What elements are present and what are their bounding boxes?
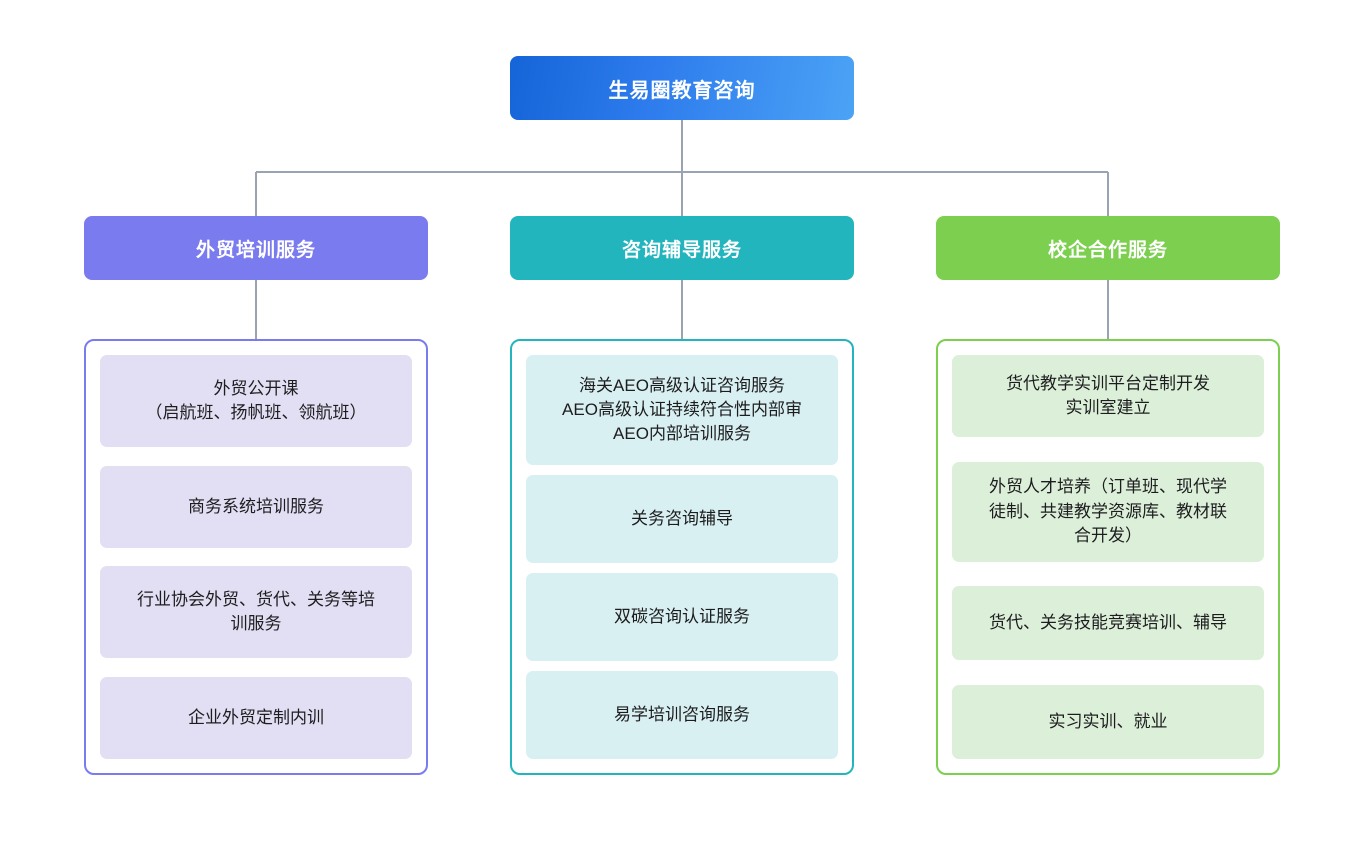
root-node[interactable]: 生易圈教育咨询	[510, 56, 854, 120]
item-card[interactable]: 商务系统培训服务	[100, 465, 412, 548]
item-card[interactable]: 易学培训咨询服务	[526, 671, 838, 759]
item-card[interactable]: 货代教学实训平台定制开发 实训室建立	[952, 355, 1264, 437]
branch-header-zixun-fudao[interactable]: 咨询辅导服务	[510, 216, 854, 280]
item-card[interactable]: 双碳咨询认证服务	[526, 573, 838, 661]
items-container-xiaoqi-hezuo: 货代教学实训平台定制开发 实训室建立 外贸人才培养（订单班、现代学 徒制、共建教…	[936, 339, 1280, 775]
branch-header-label: 咨询辅导服务	[621, 239, 742, 261]
items-list: 海关AEO高级认证咨询服务 AEO高级认证持续符合性内部审 AEO内部培训服务 …	[526, 355, 838, 759]
branch-header-label: 外贸培训服务	[195, 239, 316, 261]
items-container-zixun-fudao: 海关AEO高级认证咨询服务 AEO高级认证持续符合性内部审 AEO内部培训服务 …	[510, 339, 854, 775]
item-card[interactable]: 实习实训、就业	[952, 684, 1264, 759]
item-card[interactable]: 外贸公开课 （启航班、扬帆班、领航班）	[100, 355, 412, 447]
branch-header-xiaoqi-hezuo[interactable]: 校企合作服务	[936, 216, 1280, 280]
items-container-waimao-peixun: 外贸公开课 （启航班、扬帆班、领航班） 商务系统培训服务 行业协会外贸、货代、关…	[84, 339, 428, 775]
item-card[interactable]: 外贸人才培养（订单班、现代学 徒制、共建教学资源库、教材联 合开发）	[952, 461, 1264, 562]
items-list: 外贸公开课 （启航班、扬帆班、领航班） 商务系统培训服务 行业协会外贸、货代、关…	[100, 355, 412, 759]
item-card[interactable]: 海关AEO高级认证咨询服务 AEO高级认证持续符合性内部审 AEO内部培训服务	[526, 355, 838, 465]
root-node-label: 生易圈教育咨询	[608, 79, 756, 102]
branch-header-label: 校企合作服务	[1047, 239, 1168, 261]
item-card[interactable]: 货代、关务技能竞赛培训、辅导	[952, 586, 1264, 661]
item-card[interactable]: 行业协会外贸、货代、关务等培 训服务	[100, 566, 412, 659]
branch-header-waimao-peixun[interactable]: 外贸培训服务	[84, 216, 428, 280]
item-card[interactable]: 企业外贸定制内训	[100, 676, 412, 759]
items-list: 货代教学实训平台定制开发 实训室建立 外贸人才培养（订单班、现代学 徒制、共建教…	[952, 355, 1264, 759]
item-card[interactable]: 关务咨询辅导	[526, 475, 838, 563]
